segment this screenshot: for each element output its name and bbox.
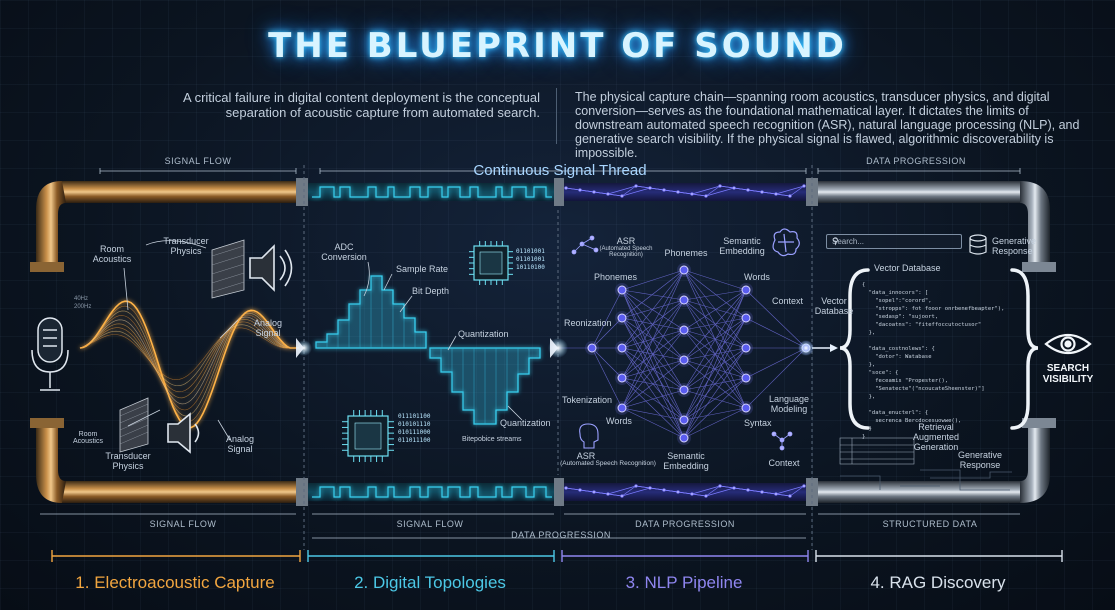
signal-flow-label: SIGNAL FLOW	[165, 156, 232, 166]
brain-icon	[773, 229, 799, 256]
asr-subtitle: (Automated Speech Recognition)	[586, 246, 666, 258]
words-label: Words	[606, 416, 632, 426]
search-visibility-label: SEARCH VISIBILITY	[1041, 363, 1095, 385]
phonemes-label: Phonemes	[664, 248, 707, 258]
network-node	[618, 344, 626, 352]
room-acoustics-label: Room Acoustics	[68, 431, 108, 445]
network-node	[680, 416, 688, 424]
network-node	[680, 326, 688, 334]
context-label: Context	[768, 458, 799, 468]
network-node	[680, 434, 688, 442]
network-node	[742, 374, 750, 382]
search-input[interactable]: Search... ⚲	[826, 234, 962, 249]
stage-brackets	[52, 550, 1062, 562]
network-node	[618, 286, 626, 294]
semantic-embedding-label: Semantic Embedding	[656, 451, 716, 471]
eye-icon	[1046, 335, 1090, 353]
continuous-signal-thread-label: Continuous Signal Thread	[400, 162, 720, 179]
reonization-label: Reonization	[564, 318, 612, 328]
intro-right-text: The physical capture chain—spanning room…	[575, 90, 1095, 160]
room-acoustics-label: Room Acoustics	[82, 244, 142, 264]
bitstream-label: Bitepobice streams	[462, 436, 522, 443]
signal-flow-label: SIGNAL FLOW	[397, 519, 464, 529]
signal-flow-label: SIGNAL FLOW	[150, 519, 217, 529]
words-label: Words	[744, 272, 770, 282]
database-icon	[970, 235, 986, 254]
tokenization-label: Tokenization	[562, 395, 612, 405]
network-node	[742, 286, 750, 294]
language-modeling-label: Language Modeling	[764, 394, 814, 414]
quantization-label: Quantization	[458, 329, 509, 339]
network-node	[680, 356, 688, 364]
quantized-signal	[312, 276, 556, 424]
stage-label-capture: 1. Electroacoustic Capture	[75, 573, 274, 593]
network-node	[742, 314, 750, 322]
network-node	[742, 344, 750, 352]
stage-label-nlp: 3. NLP Pipeline	[626, 573, 743, 593]
network-node	[618, 314, 626, 322]
intro-divider	[556, 88, 557, 144]
data-progression-label: DATA PROGRESSION	[866, 156, 966, 166]
transducer-physics-label: Transducer Physics	[158, 236, 214, 256]
network-node	[680, 296, 688, 304]
vector-table	[840, 438, 914, 464]
transducer-physics-label: Transducer Physics	[100, 451, 156, 471]
sample-rate-label: Sample Rate	[396, 264, 448, 274]
intro-left-text: A critical failure in digital content de…	[120, 90, 540, 120]
stage-label-digital: 2. Digital Topologies	[354, 573, 506, 593]
vector-database-label: Vector Database	[874, 263, 941, 273]
phonemes-label: Phonemes	[594, 272, 637, 282]
network-node	[588, 344, 596, 352]
binary-readout: 011101100010101110010111000011011100	[398, 413, 431, 445]
network-node	[618, 374, 626, 382]
syntax-label: Syntax	[744, 418, 772, 428]
asr-subtitle: (Automated Speech Recognition)	[560, 460, 656, 467]
semantic-embedding-label: Semantic Embedding	[712, 236, 772, 256]
context-label: Context	[772, 296, 803, 306]
retrieval-augmented-generation-label: Retrieval Augmented Generation	[908, 422, 964, 452]
vector-database-label: Vector Database	[812, 296, 856, 316]
network-node	[680, 266, 688, 274]
network-node	[680, 386, 688, 394]
asr-label: ASR	[617, 236, 636, 246]
retrieval-arrow	[812, 344, 838, 352]
search-icon: ⚲	[832, 236, 958, 247]
quantization-label: Quantization	[500, 418, 551, 428]
analog-signal-label: Analog Signal	[220, 434, 260, 454]
generative-response-label: Generative Response	[992, 236, 1048, 256]
generative-response-label: Generative Response	[952, 450, 1008, 470]
data-progression-label: DATA PROGRESSION	[511, 530, 611, 540]
structured-data-label: STRUCTURED DATA	[883, 519, 978, 529]
analog-signal-label: Analog Signal	[248, 318, 288, 338]
network-node	[742, 404, 750, 412]
frequency-label: 40Hz	[74, 296, 88, 302]
data-progression-label: DATA PROGRESSION	[635, 519, 735, 529]
adc-conversion-label: ADC Conversion	[319, 242, 369, 262]
network-node	[618, 404, 626, 412]
microphone-icon	[32, 318, 68, 390]
page-title: THE BLUEPRINT OF SOUND	[0, 26, 1115, 66]
bit-depth-label: Bit Depth	[412, 286, 449, 296]
json-code-block: { "data_innocors": [ "sopel":"corord", "…	[862, 281, 1007, 441]
asr-head-icon	[580, 424, 598, 448]
stage-label-rag: 4. RAG Discovery	[870, 573, 1005, 593]
frequency-label: 200Hz	[74, 304, 91, 310]
